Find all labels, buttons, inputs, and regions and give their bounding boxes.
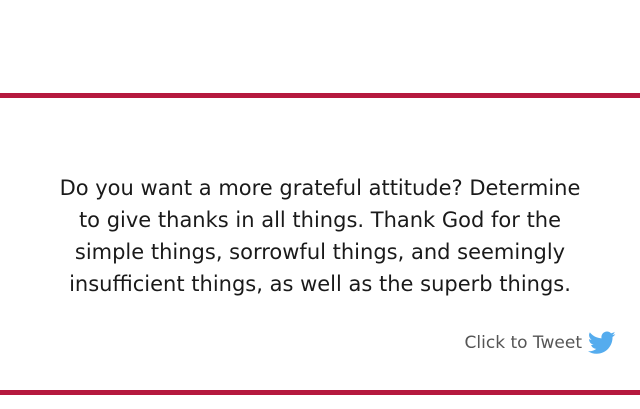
- twitter-bird-icon: [587, 331, 616, 355]
- click-to-tweet-label: Click to Tweet: [464, 333, 582, 353]
- quote-line: insufficient things, as well as the supe…: [69, 272, 571, 296]
- click-to-tweet-link[interactable]: Click to Tweet: [465, 331, 616, 355]
- quote-text: Do you want a more grateful attitude? De…: [20, 172, 620, 300]
- quote-line: simple things, sorrowful things, and see…: [74, 240, 566, 264]
- quote-line: Do you want a more grateful attitude? De…: [59, 176, 581, 200]
- quote-line: to give thanks in all things. Thank God …: [78, 208, 562, 232]
- top-divider: [0, 93, 640, 98]
- bottom-divider: [0, 390, 640, 395]
